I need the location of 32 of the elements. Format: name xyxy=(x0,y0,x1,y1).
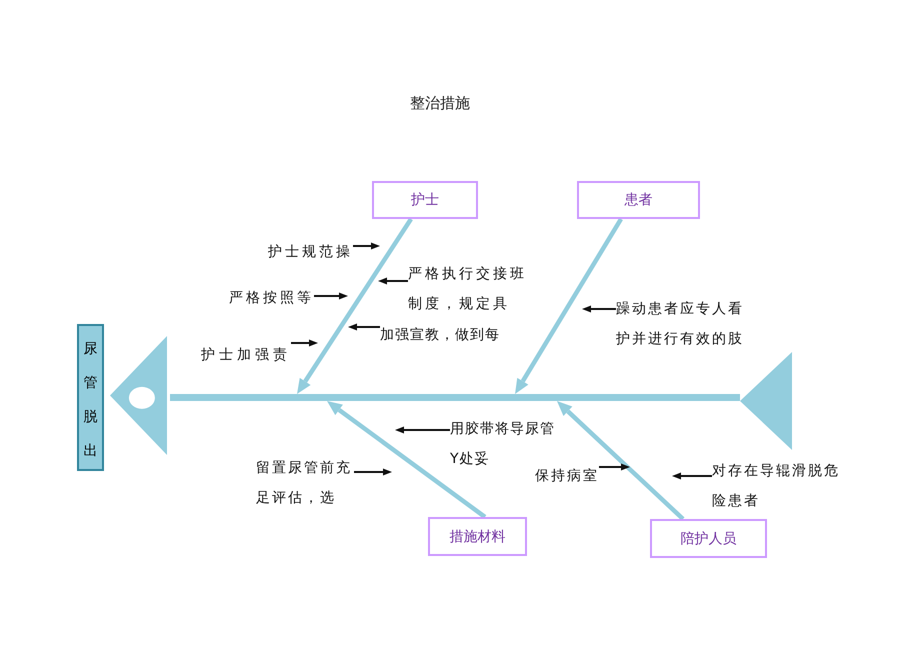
cause-text: 严格执行交接班制度，规定具 xyxy=(408,259,528,319)
cause-text: 对存在导辊滑脱危险患者 xyxy=(712,456,842,516)
arrow xyxy=(291,340,318,346)
category-box: 患者 xyxy=(577,181,700,219)
diagram-title: 整治措施 xyxy=(410,94,470,113)
fish-spine xyxy=(170,394,740,401)
category-box: 护士 xyxy=(372,181,478,219)
problem-box: 尿管脱出 xyxy=(77,324,104,471)
fish-head xyxy=(110,336,167,455)
bone-arrow xyxy=(556,401,685,521)
cause-text: 严格按照等 xyxy=(229,283,314,313)
bone-arrow xyxy=(327,401,486,519)
arrow xyxy=(599,464,630,470)
cause-text: 留置尿管前充足评估，选 xyxy=(256,453,354,513)
bone-arrow xyxy=(515,218,623,394)
cause-text: 加强宣教，做到每 xyxy=(380,320,500,350)
category-box: 措施材料 xyxy=(428,517,527,556)
arrow xyxy=(354,468,392,476)
category-box: 陪护人员 xyxy=(650,519,767,558)
cause-text: 护士规范操 xyxy=(268,237,353,267)
arrow xyxy=(348,324,380,330)
cause-text: 护士加强责 xyxy=(201,340,291,370)
arrow xyxy=(582,306,616,312)
fish-tail xyxy=(740,352,792,450)
cause-text: 躁动患者应专人看护并进行有效的肢 xyxy=(616,294,746,354)
bone-arrow xyxy=(297,218,413,394)
arrow xyxy=(395,426,450,434)
cause-text: 保持病室 xyxy=(535,461,599,491)
arrow xyxy=(672,472,712,480)
arrow xyxy=(314,292,348,300)
arrow xyxy=(353,242,380,250)
arrow xyxy=(378,278,408,284)
